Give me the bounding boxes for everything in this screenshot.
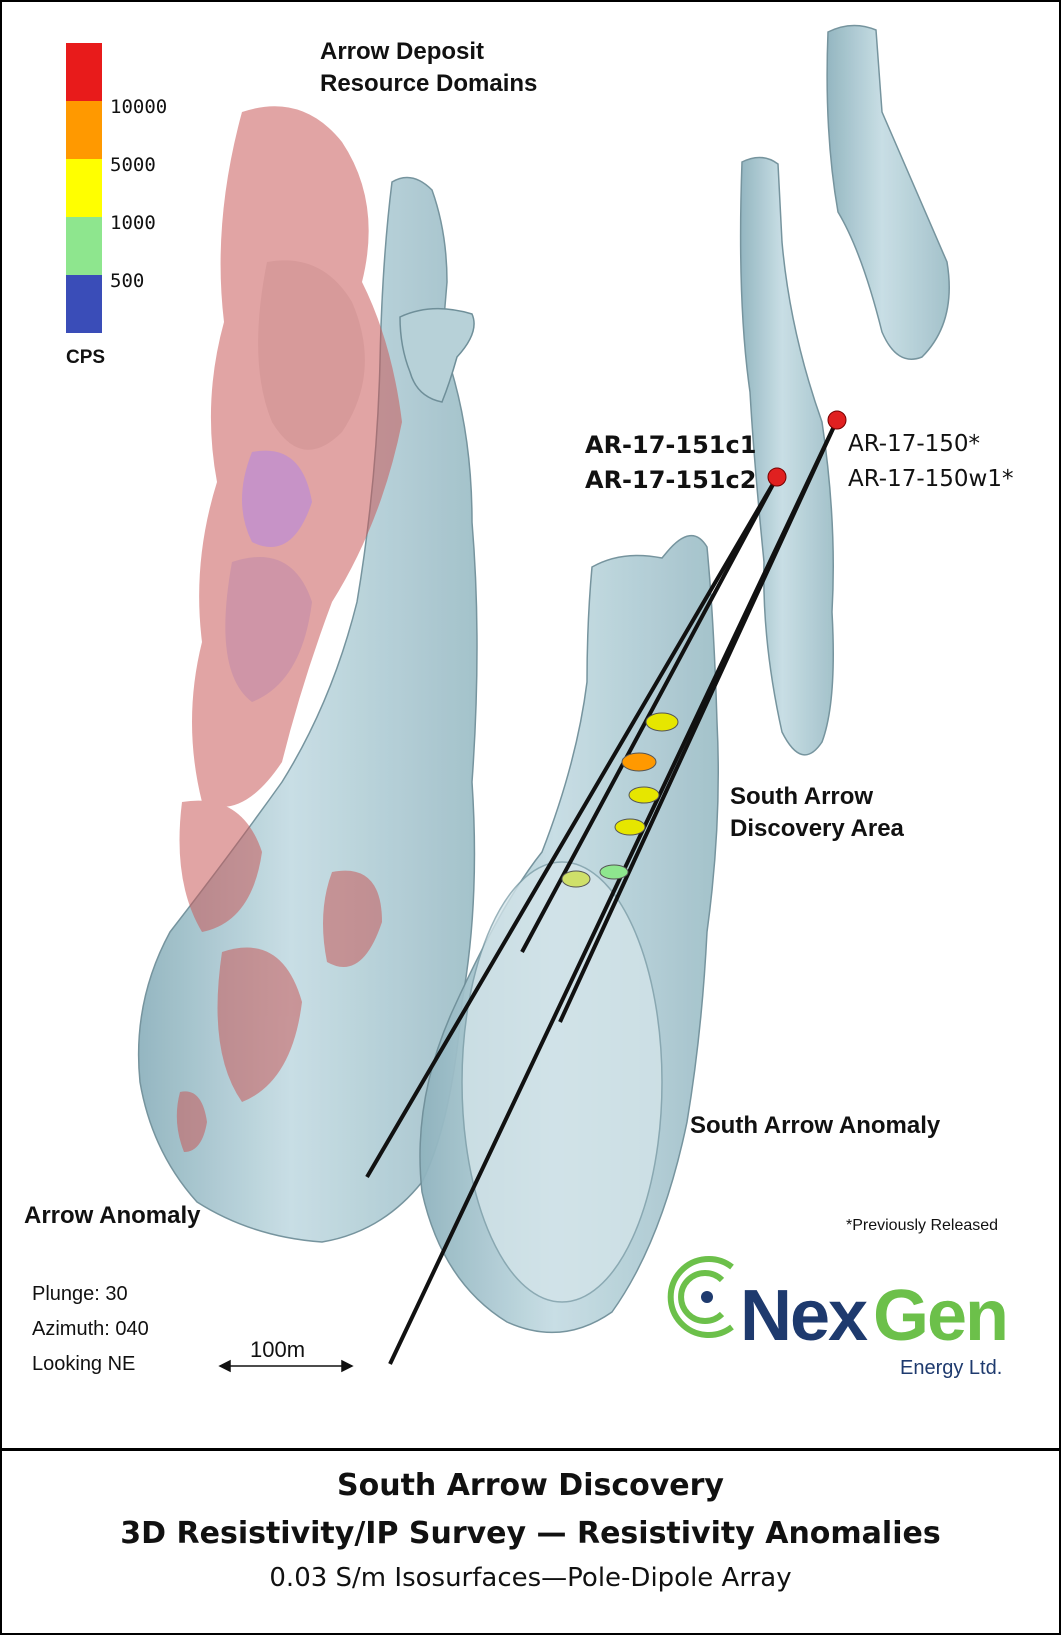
label-previously-released: *Previously Released bbox=[846, 1217, 998, 1235]
label-hole-151c1: AR-17-151c1 bbox=[585, 431, 756, 459]
far-right-resistivity-body bbox=[827, 25, 949, 359]
label-south-arrow-discovery-1: South Arrow bbox=[730, 783, 873, 811]
label-arrow-deposit-2: Resource Domains bbox=[320, 70, 537, 98]
legend-value-10000: 10000 bbox=[110, 96, 167, 118]
legend-value-500: 500 bbox=[110, 270, 144, 292]
view-azimuth: Azimuth: 040 bbox=[32, 1318, 149, 1341]
caption-detail: 0.03 S/m Isosurfaces—Pole-Dipole Array bbox=[0, 1563, 1061, 1593]
caption-divider bbox=[0, 1448, 1061, 1451]
legend-swatch-yellow bbox=[66, 159, 102, 217]
view-looking: Looking NE bbox=[32, 1353, 135, 1376]
legend-value-1000: 1000 bbox=[110, 212, 156, 234]
caption-subtitle: 3D Resistivity/IP Survey — Resistivity A… bbox=[0, 1516, 1061, 1551]
label-south-arrow-discovery-2: Discovery Area bbox=[730, 815, 904, 843]
legend-value-5000: 5000 bbox=[110, 154, 156, 176]
label-hole-151c2: AR-17-151c2 bbox=[585, 466, 756, 494]
label-south-arrow-anomaly: South Arrow Anomaly bbox=[690, 1112, 940, 1140]
label-arrow-anomaly: Arrow Anomaly bbox=[24, 1202, 200, 1230]
nexgen-logo-dot bbox=[701, 1291, 713, 1303]
label-arrow-deposit-1: Arrow Deposit bbox=[320, 38, 484, 66]
legend-swatch-blue bbox=[66, 275, 102, 333]
legend-unit: CPS bbox=[66, 347, 105, 369]
collar-ar-17-150 bbox=[828, 411, 846, 429]
logo-gen: Gen bbox=[873, 1275, 1007, 1357]
scale-bar-label: 100m bbox=[250, 1337, 305, 1363]
logo-nex: Nex bbox=[740, 1275, 866, 1357]
legend-swatch-green bbox=[66, 217, 102, 275]
caption-title: South Arrow Discovery bbox=[0, 1468, 1061, 1503]
label-hole-150: AR-17-150* bbox=[848, 431, 980, 457]
south-arrow-inner-cut bbox=[462, 862, 662, 1302]
logo-subtitle: Energy Ltd. bbox=[900, 1357, 1002, 1380]
collar-ar-17-151 bbox=[768, 468, 786, 486]
legend-swatch-red bbox=[66, 43, 102, 101]
label-hole-150w1: AR-17-150w1* bbox=[848, 466, 1014, 492]
legend-swatch-orange bbox=[66, 101, 102, 159]
view-plunge: Plunge: 30 bbox=[32, 1283, 128, 1306]
